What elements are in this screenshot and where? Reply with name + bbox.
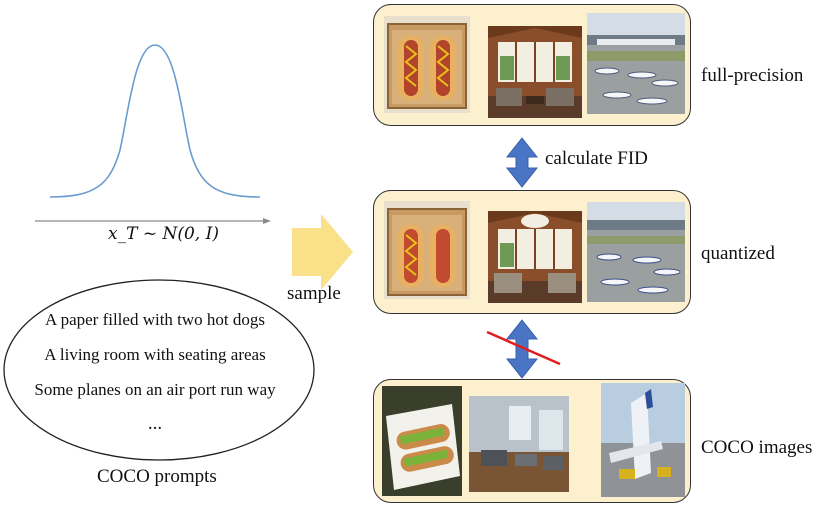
sample-label: sample (287, 283, 341, 304)
hot-dogs-photo (382, 386, 462, 496)
airplane-photo (601, 383, 685, 497)
calculate-fid-label: calculate FID (545, 148, 648, 169)
sample-arrow (292, 214, 353, 290)
prompts-ellipse (3, 279, 315, 461)
hot-dogs-image (384, 16, 470, 113)
x-axis-arrowhead (263, 218, 271, 224)
gaussian-curve (49, 44, 261, 198)
hot-dogs-image (384, 201, 470, 299)
living-room-image (488, 26, 582, 118)
living-room-image (488, 211, 582, 303)
coco-images-label: COCO images (701, 437, 813, 458)
living-room-photo (469, 396, 569, 492)
full-precision-panel (373, 4, 691, 126)
quantized-panel (373, 190, 691, 314)
prompt-living-room: A living room with seating areas (44, 345, 266, 364)
airport-image (587, 202, 685, 302)
airport-image (587, 13, 685, 114)
coco-prompts-caption: COCO prompts (97, 466, 217, 487)
quantized-label: quantized (701, 243, 775, 264)
prompt-hot-dogs: A paper filled with two hot dogs (44, 310, 266, 329)
fid-double-arrow (505, 137, 539, 188)
coco-images-panel (373, 379, 691, 503)
cross-out-line (486, 330, 561, 366)
full-precision-label: full-precision (701, 65, 804, 86)
prompt-ellipsis: ... (147, 413, 163, 434)
prompt-planes: Some planes on an air port run way (34, 380, 276, 399)
coco-double-arrow (505, 319, 539, 379)
distribution-formula: x_T ~ N(0, I) (108, 224, 219, 244)
